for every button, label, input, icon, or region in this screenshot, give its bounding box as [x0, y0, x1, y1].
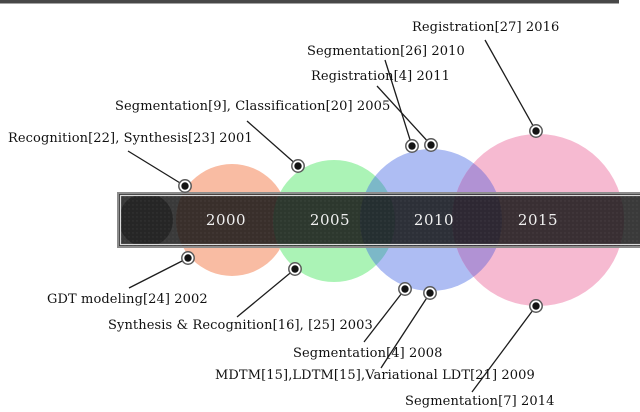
timeline-bar-frame-inner — [119, 194, 640, 246]
connector-2008 — [363, 288, 406, 343]
event-dot-2011 — [424, 138, 438, 152]
connector-2016 — [484, 39, 537, 132]
figure-top-rule — [0, 0, 619, 4]
annotation-2005: Segmentation[9], Classification[20] 2005 — [115, 99, 391, 114]
connector-2003 — [236, 268, 296, 318]
year-label-2005: 2005 — [309, 211, 351, 229]
annotation-2008: Segmentation[4] 2008 — [293, 346, 443, 361]
connector-2009 — [380, 292, 431, 369]
year-label-2000: 2000 — [205, 211, 247, 229]
annotation-2003: Synthesis & Recognition[16], [25] 2003 — [108, 318, 373, 333]
year-label-2015: 2015 — [517, 211, 559, 229]
event-dot-2001 — [178, 179, 192, 193]
connector-2011 — [376, 85, 432, 146]
connector-2005 — [246, 120, 299, 167]
connector-2014 — [471, 305, 537, 393]
event-dot-2008 — [398, 282, 412, 296]
annotation-2010: Segmentation[26] 2010 — [307, 44, 465, 59]
event-dot-2005 — [291, 159, 305, 173]
event-dot-2010 — [405, 139, 419, 153]
connector-2002 — [128, 257, 189, 289]
connector-2001 — [127, 150, 186, 187]
annotation-2016: Registration[27] 2016 — [412, 20, 560, 35]
annotation-2011: Registration[4] 2011 — [311, 69, 451, 84]
connector-2010 — [384, 59, 413, 147]
event-dot-2002 — [181, 251, 195, 265]
annotation-2001: Recognition[22], Synthesis[23] 2001 — [8, 131, 253, 146]
event-dot-2016 — [529, 124, 543, 138]
annotation-2002: GDT modeling[24] 2002 — [47, 292, 208, 307]
event-dot-2014 — [529, 299, 543, 313]
annotation-2014: Segmentation[7] 2014 — [405, 394, 555, 409]
event-dot-2003 — [288, 262, 302, 276]
timeline-bar-frame-outer — [117, 192, 640, 248]
timeline-bar-texture — [117, 192, 640, 248]
annotation-2009: MDTM[15],LDTM[15],Variational LDT[21] 20… — [215, 368, 535, 383]
event-dot-2009 — [423, 286, 437, 300]
year-label-2010: 2010 — [413, 211, 455, 229]
